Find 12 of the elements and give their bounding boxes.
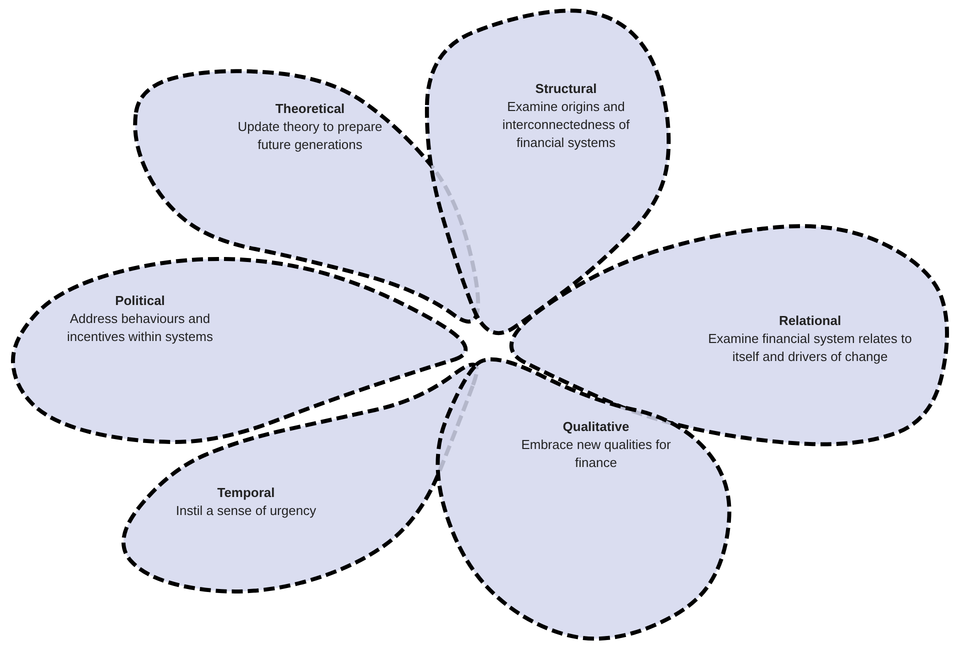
petal-heading: Temporal [217,484,275,502]
petal-heading: Qualitative [562,418,630,436]
petal-description: Examine financial system relates to itself and drivers of change [707,330,913,366]
petal-heading: Relational [778,312,842,330]
petal-description: Embrace new qualities for finance [520,436,672,472]
petal-heading: Structural [535,80,597,98]
petal-description: Examine origins and interconnectedness of financial systems [501,98,631,152]
petal-heading: Political [115,292,165,310]
petal-description: Address behaviours and incentives within systems [66,310,214,346]
petal-heading: Theoretical [275,100,345,118]
petal-description: Update theory to prepare future generations [236,118,384,154]
petal-description: Instil a sense of urgency [176,502,316,520]
